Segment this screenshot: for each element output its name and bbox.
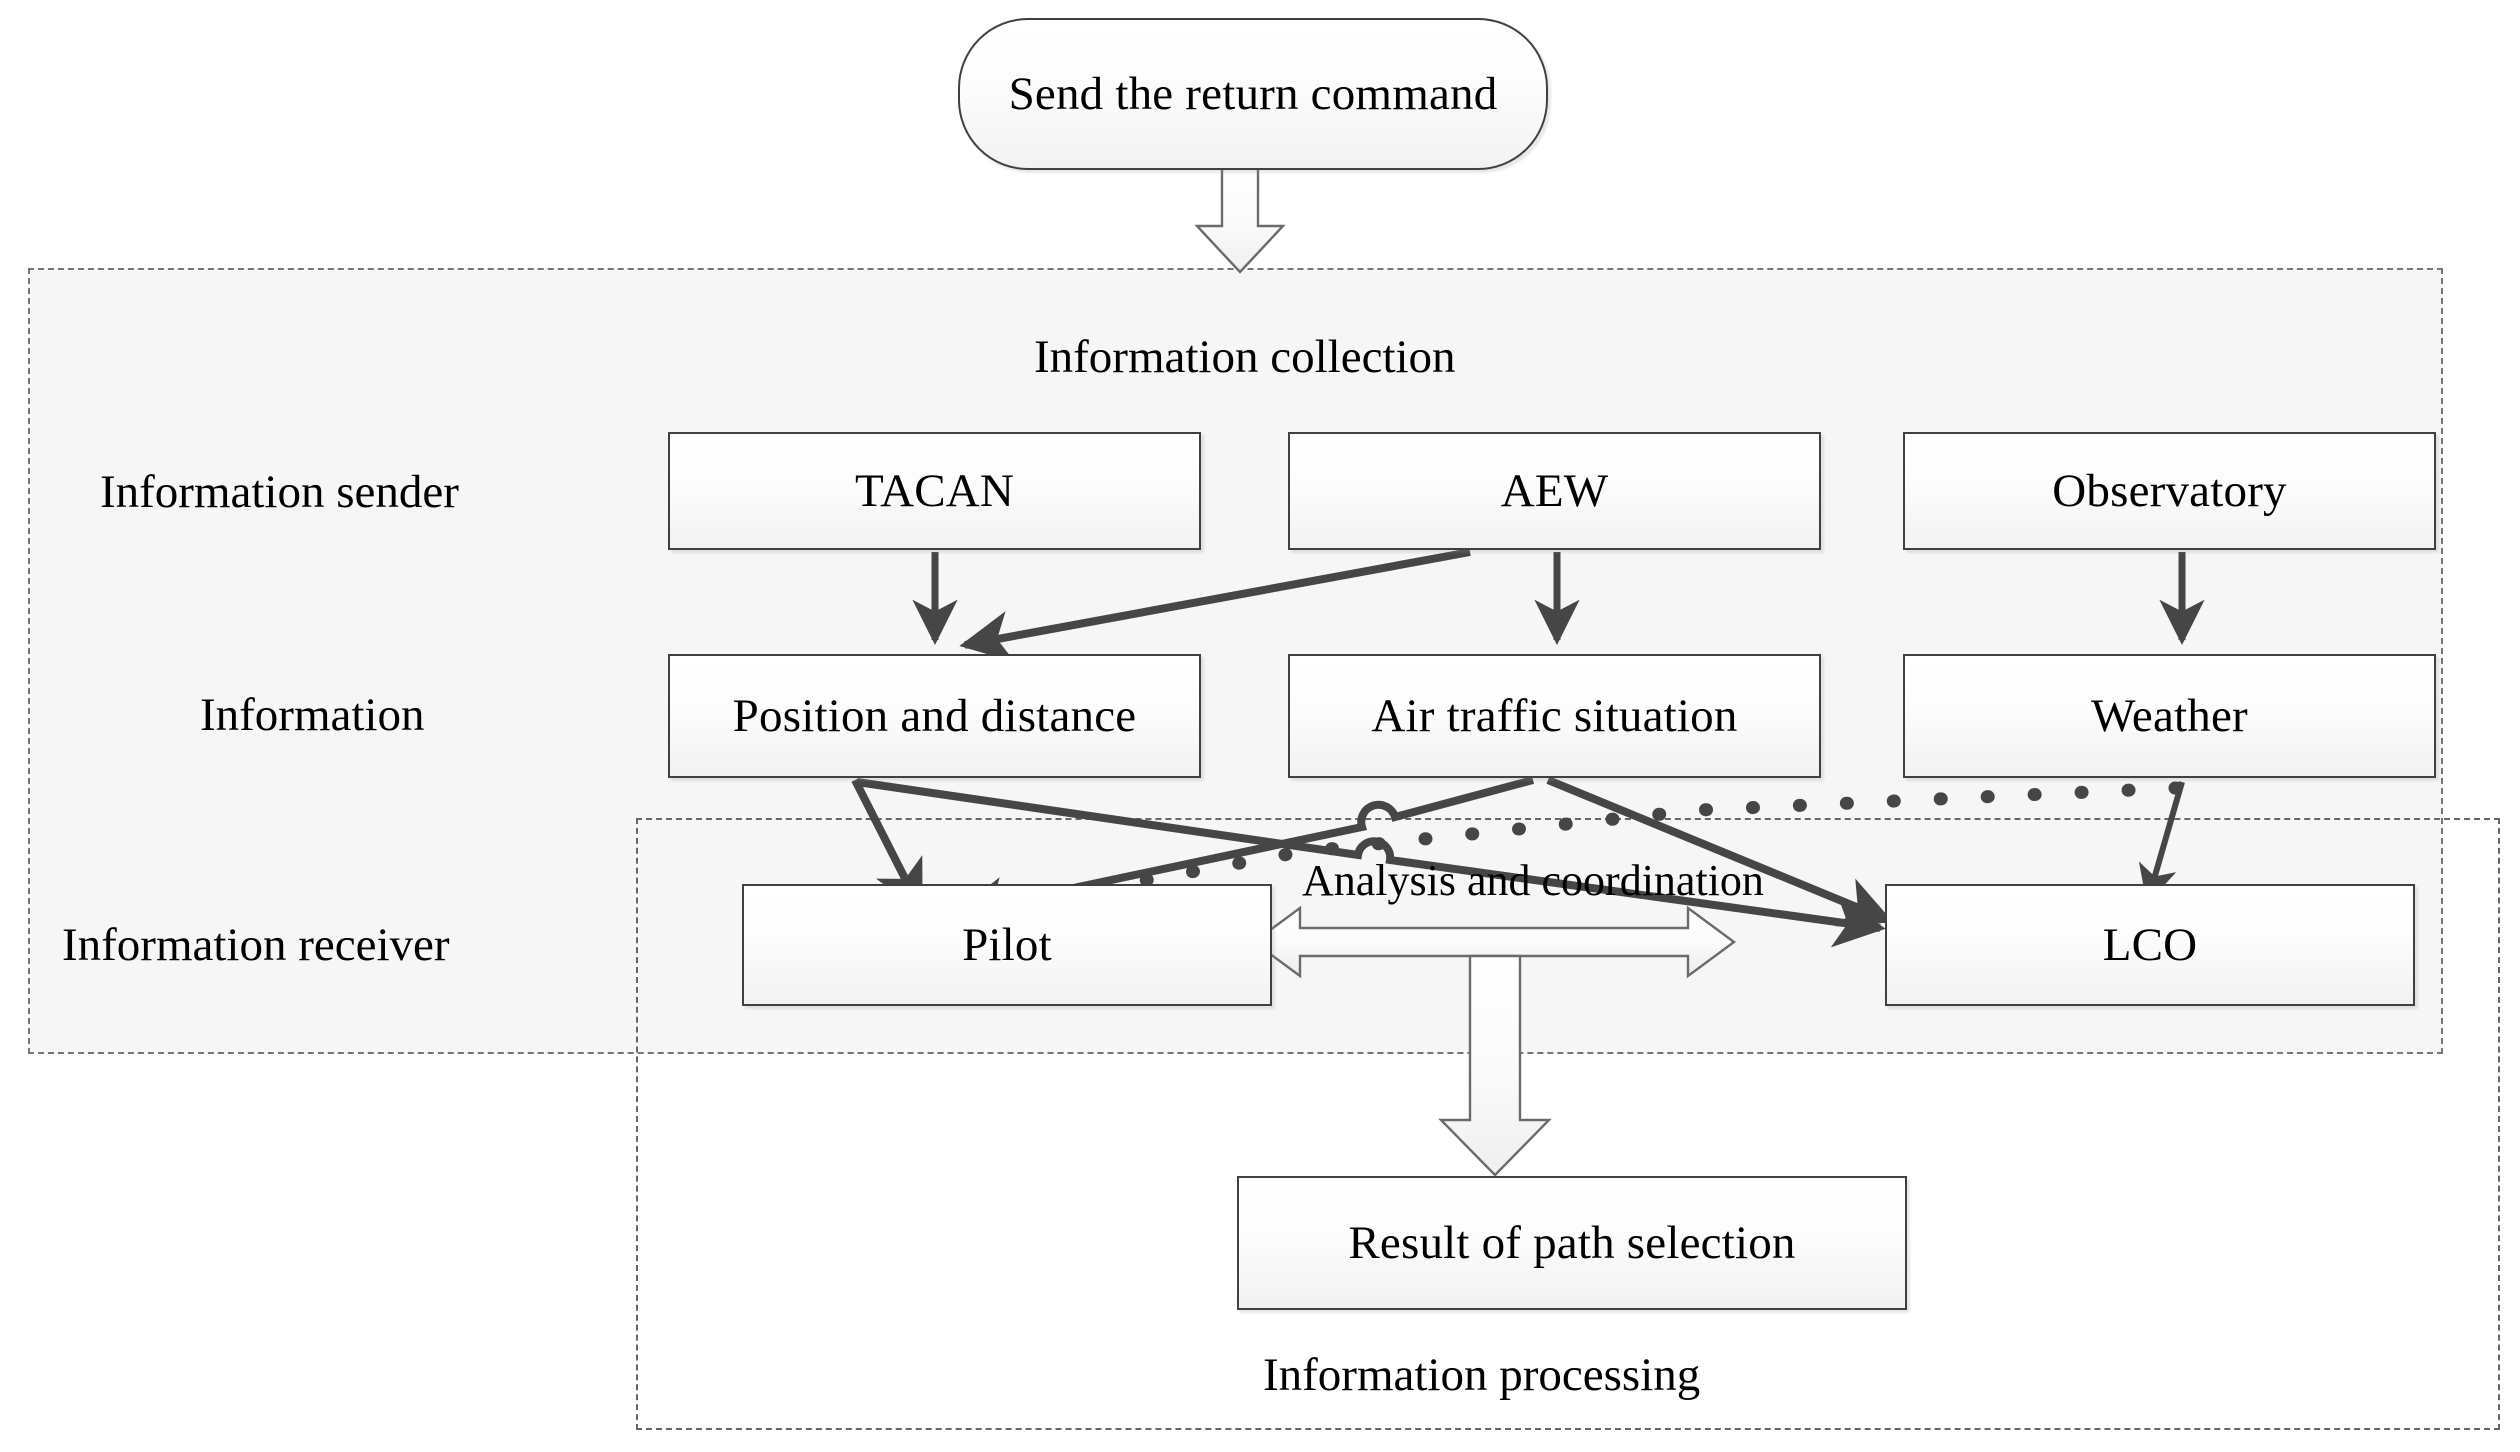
row-label-text: Information receiver [62, 919, 450, 971]
edge-aew-to-position [959, 548, 1471, 663]
row-label-information: Information [200, 688, 425, 742]
node-label: Pilot [962, 918, 1052, 971]
node-label: LCO [2102, 918, 2198, 971]
group-label-text: Information collection [1034, 331, 1456, 383]
node-result-of-path-selection[interactable]: Result of path selection [1237, 1176, 1907, 1310]
node-label: TACAN [854, 464, 1015, 517]
group-label-text: Information processing [1263, 1349, 1701, 1401]
edge-send-command-to-collection [1194, 166, 1286, 274]
edge-label-analysis-and-coordination: Analysis and coordination [1302, 855, 1764, 906]
row-label-text: Information [200, 689, 425, 741]
node-position-and-distance[interactable]: Position and distance [668, 654, 1201, 778]
node-weather[interactable]: Weather [1903, 654, 2436, 778]
node-pilot[interactable]: Pilot [742, 884, 1272, 1006]
edge-weather-to-pilot [1003, 781, 2183, 912]
node-label: AEW [1500, 464, 1609, 517]
edge-pilot-lco-analysis [1251, 905, 1737, 979]
node-aew[interactable]: AEW [1288, 432, 1821, 550]
edge-weather-to-lco [2138, 781, 2185, 905]
edge-analysis-to-result [1438, 954, 1552, 1177]
node-lco[interactable]: LCO [1885, 884, 2415, 1006]
edge-air-traffic-to-lco [1546, 776, 1894, 927]
node-tacan[interactable]: TACAN [668, 432, 1201, 550]
group-label-information-collection: Information collection [1034, 330, 1456, 384]
node-label: Observatory [2052, 464, 2287, 517]
row-label-information-sender: Information sender [100, 465, 459, 519]
node-label: Send the return command [1008, 67, 1498, 120]
node-observatory[interactable]: Observatory [1903, 432, 2436, 550]
node-air-traffic-situation[interactable]: Air traffic situation [1288, 654, 1821, 778]
node-send-the-return-command[interactable]: Send the return command [958, 18, 1548, 170]
node-label: Position and distance [732, 689, 1137, 742]
group-label-information-processing: Information processing [1263, 1348, 1700, 1402]
row-label-information-receiver: Information receiver [62, 918, 450, 972]
row-label-text: Information sender [100, 466, 459, 518]
node-label: Result of path selection [1348, 1216, 1796, 1269]
node-label: Air traffic situation [1371, 689, 1738, 742]
node-label: Weather [2091, 689, 2248, 742]
edge-label-text: Analysis and coordination [1302, 856, 1764, 905]
edge-air-traffic-to-pilot [954, 776, 1535, 928]
